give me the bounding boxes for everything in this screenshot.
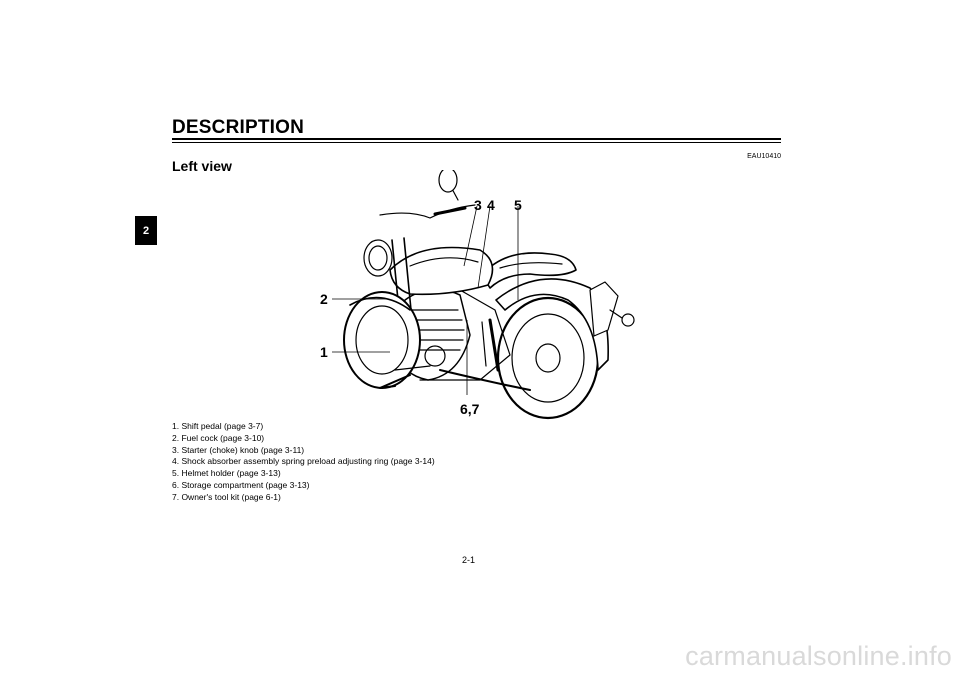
section-title: Left view <box>172 158 232 174</box>
title-rule-thick <box>172 138 781 140</box>
motorcycle-illustration: 2 1 3 4 5 6,7 <box>320 170 635 420</box>
parts-list-item: 5. Helmet holder (page 3-13) <box>172 468 281 479</box>
chapter-tab: 2 <box>135 216 157 245</box>
callout-3: 3 <box>474 197 482 213</box>
callout-6-7: 6,7 <box>460 401 480 417</box>
parts-list-item: 3. Starter (choke) knob (page 3-11) <box>172 444 305 455</box>
parts-list: 1. Shift pedal (page 3-7) 2. Fuel cock (… <box>172 421 435 504</box>
parts-list-item: 7. Owner's tool kit (page 6-1) <box>172 491 281 502</box>
title-rule-thin <box>172 142 781 143</box>
parts-list-item: 1. Shift pedal (page 3-7) <box>172 421 264 431</box>
parts-list-item: 6. Storage compartment (page 3-13) <box>172 479 310 490</box>
callout-1: 1 <box>320 344 328 360</box>
page-title: DESCRIPTION <box>172 117 305 138</box>
parts-list-item: 2. Fuel cock (page 3-10) <box>172 432 265 443</box>
parts-list-item: 4. Shock absorber assembly spring preloa… <box>172 456 435 467</box>
callout-5: 5 <box>514 197 522 213</box>
reference-code: EAU10410 <box>747 153 781 160</box>
page-number: 2-1 <box>462 555 476 565</box>
callout-4: 4 <box>487 197 495 213</box>
callout-2: 2 <box>320 291 328 307</box>
watermark: carmanualsonline.info <box>685 641 952 671</box>
